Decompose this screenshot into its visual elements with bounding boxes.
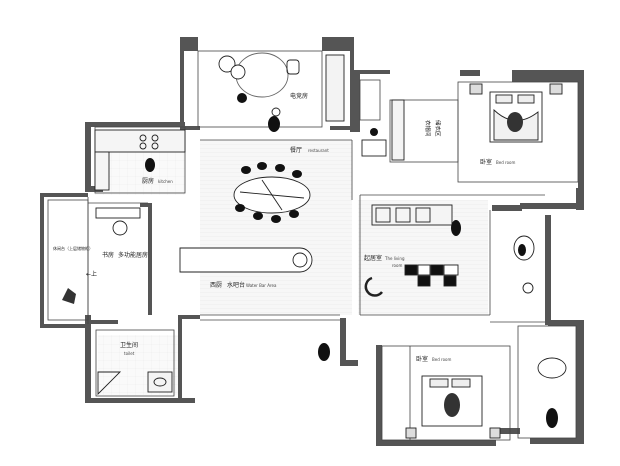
person-head [271, 107, 281, 117]
dining-chair [257, 162, 267, 170]
label-living: 起居室 [364, 254, 382, 262]
plant [62, 288, 76, 304]
label-bath: 卫生间 [120, 341, 138, 349]
coffee-block [443, 275, 457, 287]
label-cloakroom: 衣帽间 [424, 120, 432, 137]
sofa [371, 204, 453, 226]
nightstand [469, 83, 483, 95]
furniture [62, 52, 567, 439]
label-balcony-up: ←上 [86, 270, 97, 278]
cook-figure [145, 158, 155, 172]
side-table [522, 282, 534, 294]
coffee-block [417, 264, 431, 276]
pillow [495, 94, 513, 104]
pillow [451, 378, 471, 388]
media-cabinet [325, 54, 345, 122]
label-study-multi: 多功能居房 [118, 251, 148, 259]
armchair [230, 64, 246, 80]
label-living-en-1: The living [384, 256, 405, 261]
stove-burner [139, 142, 147, 150]
label-study: 书房 [102, 251, 114, 259]
media-chair [286, 59, 300, 75]
label-dining-en: restaurant [308, 148, 329, 153]
vanity [147, 371, 173, 393]
living-person [451, 220, 461, 236]
lounge-chair [364, 276, 383, 297]
nook-person [518, 244, 526, 256]
label-master-bed: 卧室 [480, 158, 492, 166]
coffee-block [404, 264, 418, 276]
nightstand [489, 427, 501, 439]
wash-basin [153, 377, 167, 387]
label-kitchen-en: kitchen [158, 179, 173, 184]
room-labels: 电竞房 餐厅 restaurant 衣帽间 储衣区 卧室 Bed room 厨房… [53, 92, 515, 363]
label-bar-en: Water Bar Area [246, 283, 277, 288]
pillow [429, 378, 449, 388]
label-west-kitchen: 西厨 [210, 282, 222, 289]
walls [40, 37, 584, 446]
cloak-cabinet [391, 99, 405, 161]
coffee-block [417, 275, 431, 287]
study-person [546, 408, 558, 428]
dining-chair [241, 166, 251, 174]
bar-sink [292, 252, 308, 268]
stove-burner [139, 134, 147, 142]
label-master-bed-en: Bed room [496, 160, 515, 165]
label-bar: 水吧台 [227, 281, 245, 289]
dining-chair [235, 204, 245, 212]
cloak-desk [361, 139, 387, 157]
label-bed2-en: Bed room [432, 357, 451, 362]
kitchen-counter-side [94, 151, 110, 191]
cloak-chair [370, 128, 378, 136]
stove-burner [151, 134, 159, 142]
label-balcony: 休闲台（上层储物柜） [53, 245, 93, 251]
sleeper [507, 112, 523, 132]
label-dining: 餐厅 [290, 146, 302, 154]
dining-chair [289, 210, 299, 218]
label-living-en-2: room [392, 263, 402, 268]
dining-chair [292, 170, 302, 178]
armchair [218, 55, 236, 73]
study-chair [112, 220, 128, 236]
label-bed2: 卧室 [416, 355, 428, 363]
guest-sleeper [444, 393, 460, 417]
hall-person [318, 343, 330, 361]
nightstand [405, 427, 417, 439]
dining-chair [253, 212, 263, 220]
nightstand [549, 83, 563, 95]
coffee-block [430, 264, 444, 276]
label-media-room: 电竞房 [290, 92, 308, 100]
pillow [517, 94, 535, 104]
dining-chair [275, 164, 285, 172]
partitions [47, 50, 579, 441]
label-bath-en: toilet [124, 351, 135, 356]
coffee-block [443, 264, 459, 276]
dining-chair [271, 215, 281, 223]
label-wardrobe: 储衣区 [434, 120, 442, 137]
person-figure [268, 116, 280, 132]
study-desk [95, 207, 141, 219]
bar-island [179, 247, 313, 273]
stove-burner [151, 142, 159, 150]
study-round [537, 357, 567, 379]
shower-corner [97, 371, 122, 396]
label-kitchen: 厨房 [142, 177, 154, 185]
dog-figure [237, 93, 247, 103]
kitchen-counter [94, 129, 186, 153]
